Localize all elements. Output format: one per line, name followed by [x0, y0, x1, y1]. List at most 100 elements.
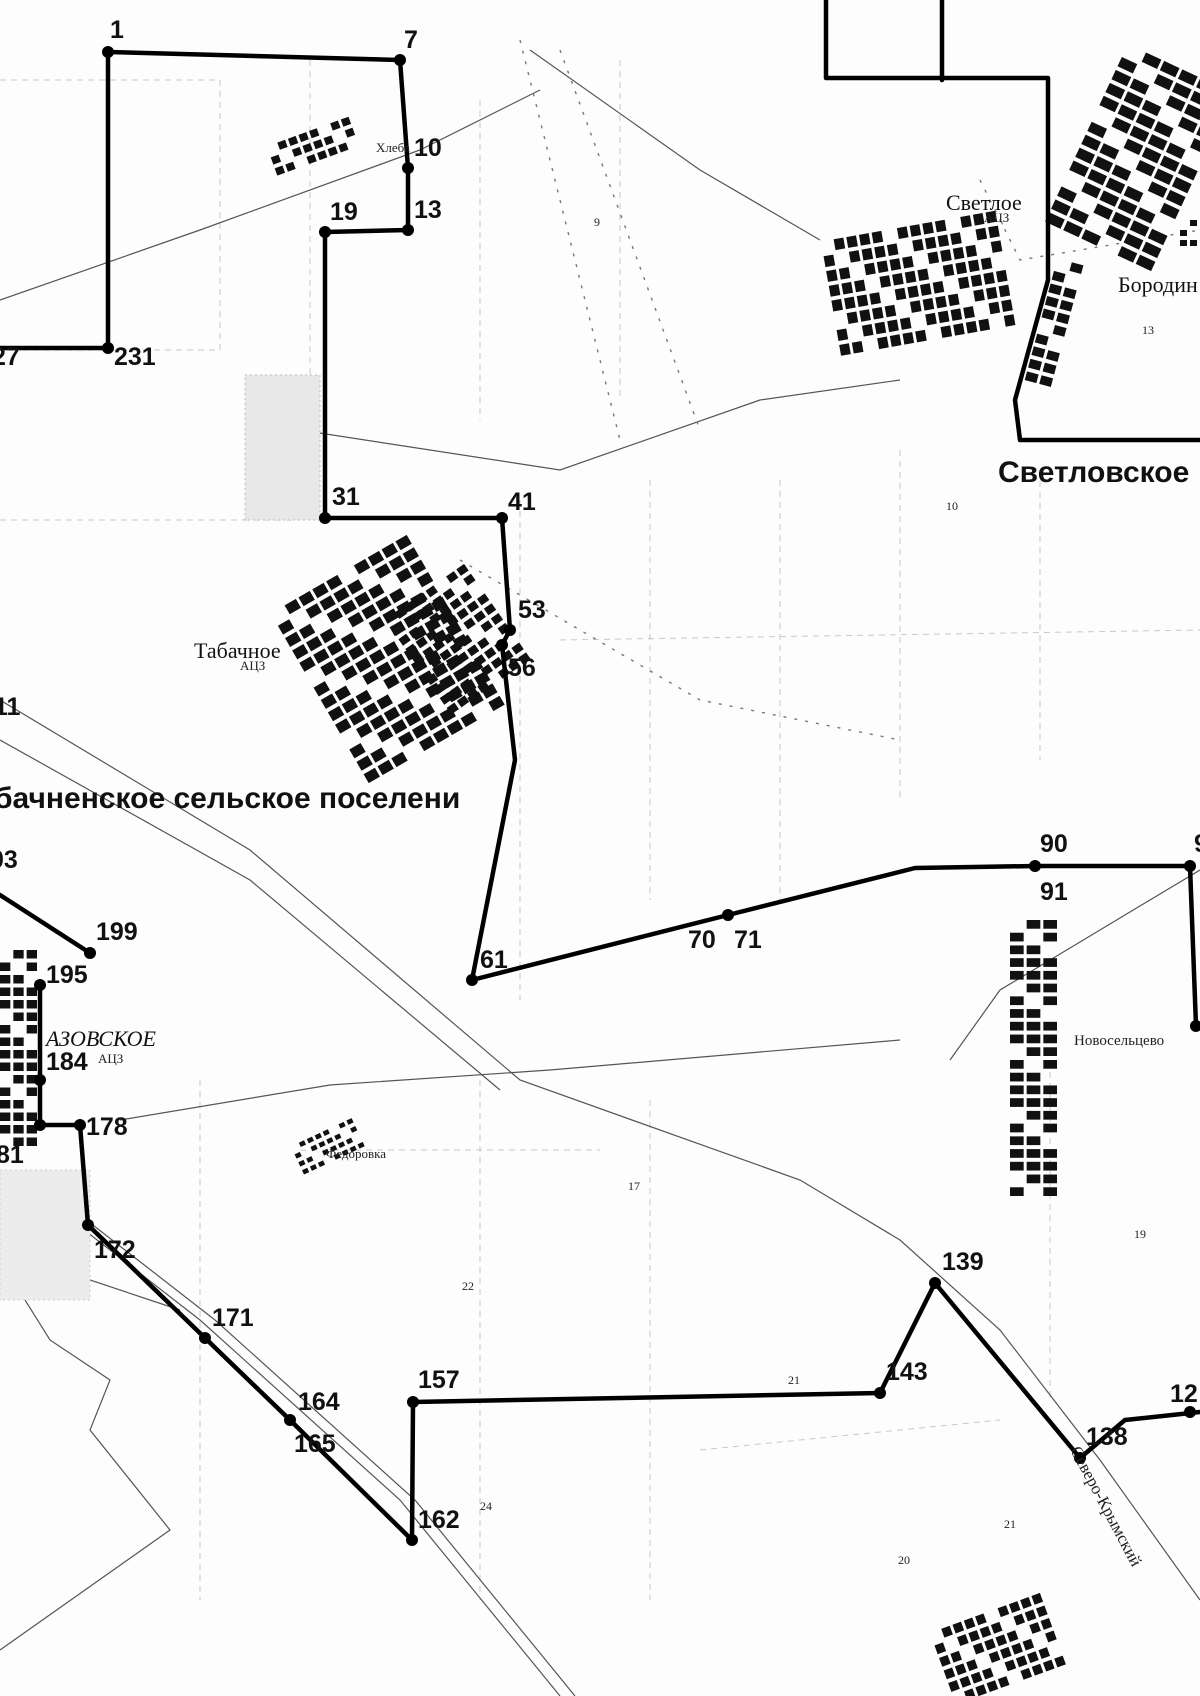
route-lines: [0, 49, 1200, 1543]
route-vertex: [102, 46, 114, 58]
route-vertices: [34, 46, 1200, 1546]
field-number: 22: [462, 1279, 474, 1293]
point-label-27: 27: [0, 343, 20, 371]
settlement-novoselcevo: Новосельцево: [1074, 1033, 1164, 1049]
building-cluster: [1045, 52, 1200, 272]
parcel-outlines: [0, 1249, 181, 1651]
route-vertex: [1074, 1452, 1086, 1464]
route-vertex: [402, 224, 414, 236]
point-label-90: 90: [1040, 830, 1068, 858]
point-label-172: 172: [94, 1236, 136, 1264]
point-label-1: 1: [110, 16, 124, 44]
field-number: 17: [628, 1179, 640, 1193]
point-label-178: 178: [86, 1113, 128, 1141]
point-label-13: 13: [414, 196, 442, 224]
route-vertex: [1029, 860, 1041, 872]
field-boundaries: [0, 60, 1200, 1600]
settlement-svetloe-sub: АЦЗ: [984, 210, 1009, 225]
settlement-azovskoe-sub: АЦЗ: [98, 1051, 123, 1066]
point-label-9: 9: [1194, 830, 1200, 858]
settlement-hleb: Хлеба: [376, 140, 410, 155]
route-vertex: [284, 1414, 296, 1426]
route-vertex: [34, 1074, 46, 1086]
field-number: 21: [788, 1373, 800, 1387]
field-number: 10: [946, 499, 958, 513]
region-label-right: Светловское: [998, 456, 1189, 489]
point-label-162: 162: [418, 1506, 460, 1534]
route-vertex: [394, 54, 406, 66]
point-label-199: 199: [96, 918, 138, 946]
building-cluster: [934, 1592, 1066, 1696]
building-cluster: [391, 563, 531, 715]
route-vertex: [34, 979, 46, 991]
route-vertex: [406, 1534, 418, 1546]
field-number: 9: [594, 215, 600, 229]
building-cluster: [1010, 920, 1057, 1196]
point-label-31: 31: [332, 483, 360, 511]
route-vertex: [496, 639, 508, 651]
route-vertex: [929, 1277, 941, 1289]
route-vertex: [466, 974, 478, 986]
roads: [0, 39, 1200, 1696]
point-label-19: 19: [330, 198, 358, 226]
route-vertex: [82, 1219, 94, 1231]
route-vertex: [402, 162, 414, 174]
point-label-138: 138: [1086, 1423, 1128, 1451]
point-label-81: 81: [0, 1141, 24, 1169]
point-label-91: 91: [1040, 878, 1068, 906]
point-label-139: 139: [942, 1248, 984, 1276]
point-label-03: 03: [0, 846, 18, 874]
point-label-165: 165: [294, 1430, 336, 1458]
district-boundaries: [823, 0, 1200, 443]
point-label-53: 53: [518, 596, 546, 624]
point-label-70: 70: [688, 926, 716, 954]
point-label-12: 12: [1170, 1380, 1198, 1408]
route-vertex: [319, 512, 331, 524]
field-number: 20: [898, 1553, 910, 1567]
point-label-11: 11: [0, 693, 21, 721]
point-label-143: 143: [886, 1358, 928, 1386]
point-label-61: 61: [480, 946, 508, 974]
point-label-171: 171: [212, 1304, 254, 1332]
route-vertex: [722, 909, 734, 921]
route-vertex: [34, 1119, 46, 1131]
point-label-184: 184: [46, 1048, 88, 1076]
settlement-tabachnoe-sub: АЦЗ: [240, 658, 265, 673]
point-label-7: 7: [404, 26, 418, 54]
route-vertex: [1190, 1020, 1200, 1032]
building-cluster: [1024, 262, 1084, 388]
point-label-41: 41: [508, 488, 536, 516]
route-vertex: [102, 342, 114, 354]
region-label-left: бачненское сельское поселени: [0, 782, 460, 815]
route-vertex: [74, 1119, 86, 1131]
route-vertex: [84, 947, 96, 959]
point-label-195: 195: [46, 961, 88, 989]
settlement-fedorovka: Федоровка: [326, 1146, 386, 1161]
route-vertex: [874, 1387, 886, 1399]
route-vertex: [1184, 860, 1196, 872]
buildings: [0, 52, 1200, 1696]
field-numbers: 9 10 13 17 19 20 21 21 22 24: [462, 215, 1154, 1567]
field-number: 19: [1134, 1227, 1146, 1241]
building-cluster: [1180, 220, 1197, 246]
point-label-71: 71: [734, 926, 762, 954]
settlement-severo-krymsky: Северо-Крымский: [1066, 1443, 1145, 1570]
point-label-231: 231: [114, 343, 156, 371]
stippled-area: [0, 374, 321, 1301]
settlement-tabachnoe: Табачное: [194, 638, 281, 663]
point-label-164: 164: [298, 1388, 340, 1416]
route-vertex: [504, 624, 516, 636]
building-cluster: [823, 210, 1016, 356]
route-vertex: [199, 1332, 211, 1344]
point-label-56: 56: [508, 654, 536, 682]
point-label-157: 157: [418, 1366, 460, 1394]
building-cluster: [0, 950, 37, 1146]
field-number: 21: [1004, 1517, 1016, 1531]
building-cluster: [277, 534, 505, 784]
settlement-labels: Светлое АЦЗ Бородин Табачное АЦЗ АЗОВСКО…: [44, 140, 1198, 1570]
settlement-borodino: Бородин: [1118, 272, 1198, 297]
route-vertex: [407, 1396, 419, 1408]
route-vertex: [496, 512, 508, 524]
